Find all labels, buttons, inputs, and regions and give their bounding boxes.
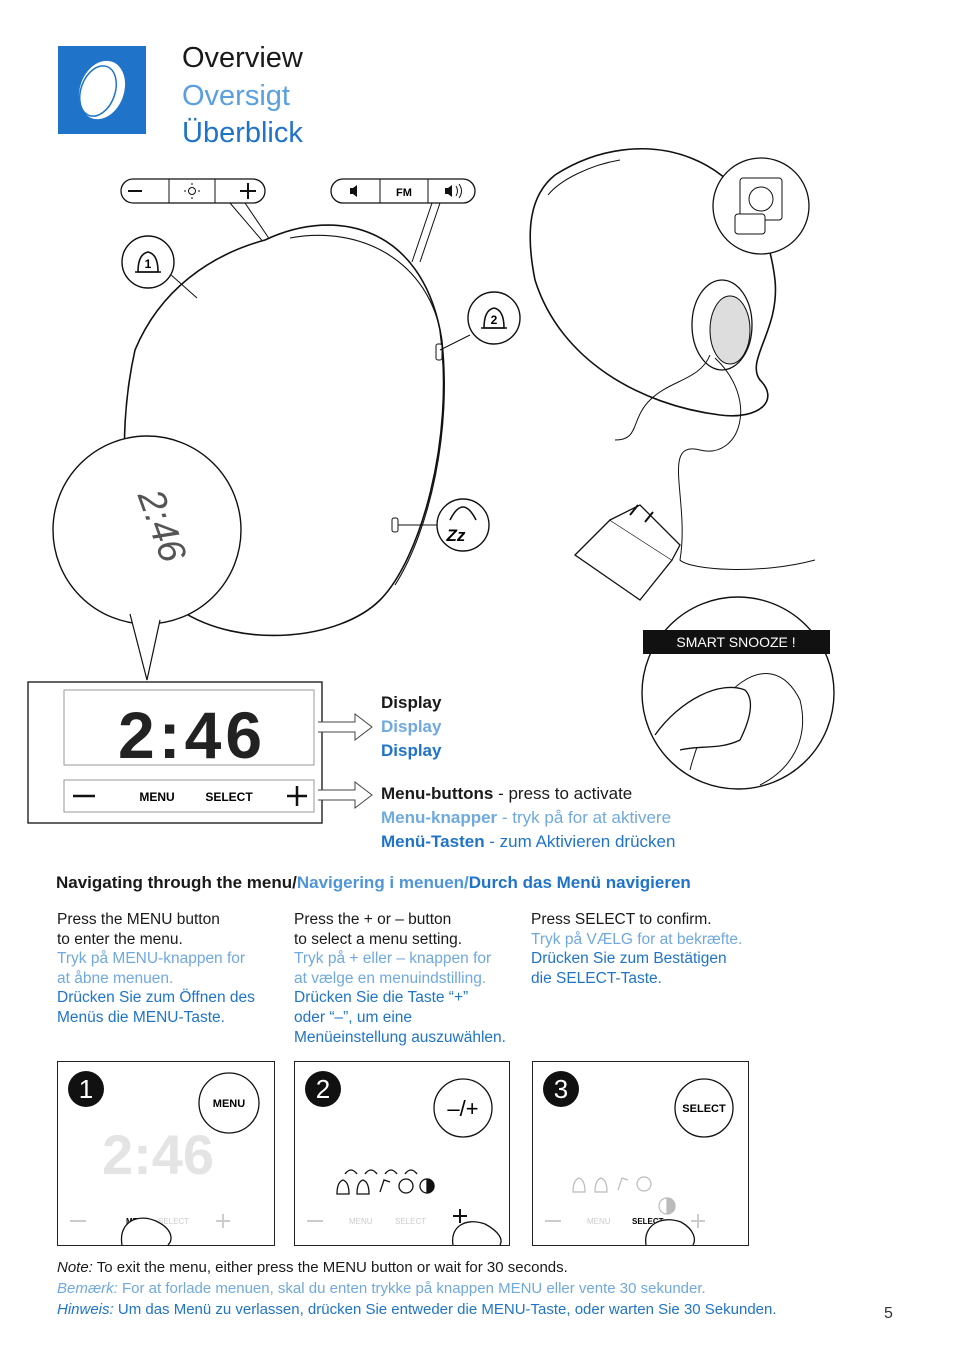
arrow-display: [318, 712, 373, 742]
volume-up-icon: [445, 185, 452, 197]
minus-plus-circle-label: –/+: [447, 1096, 478, 1121]
note-da-text: For at forlade menuen, skal du enten try…: [117, 1280, 706, 1297]
menu-buttons-da: Menu-knapper: [381, 808, 498, 827]
note-en-label: Note:: [57, 1259, 93, 1276]
note-en-text: To exit the menu, either press the MENU …: [92, 1259, 568, 1276]
step-1-da-line: Tryk på MENU-knappen for: [57, 950, 246, 968]
display-label-da: Display: [381, 717, 442, 736]
chapter-icon-box: [58, 46, 146, 134]
step-3-da-line: Tryk på VÆLG for at bekræfte.: [531, 930, 743, 948]
menu-circle-label: MENU: [213, 1098, 245, 1110]
arrow-menu: [318, 780, 373, 810]
finger-icon: [120, 1217, 172, 1245]
menu-buttons-label-group: Menu-buttons - press to activate Menu-kn…: [381, 782, 675, 854]
step-3-graphic: SELECT MENU SELECT: [545, 1078, 734, 1245]
svg-text:MENU: MENU: [587, 1217, 611, 1226]
step-1-number: 1: [68, 1071, 104, 1107]
hand-icon: [654, 686, 752, 751]
step-3-de-line: Drücken Sie zum Bestätigen: [531, 950, 727, 968]
svg-text:MENU: MENU: [349, 1217, 373, 1226]
select-button-label: SELECT: [205, 790, 253, 804]
step-3-de-line: die SELECT-Taste.: [531, 969, 662, 987]
wall-socket-icon: [712, 157, 810, 255]
svg-text:1: 1: [145, 257, 152, 271]
step-2-number: 2: [305, 1071, 341, 1107]
note-de: Hinweis: Um das Menü zu verlassen, drück…: [57, 1300, 777, 1320]
step-3-en-line: Press SELECT to confirm.: [531, 911, 712, 928]
svg-text:SELECT: SELECT: [158, 1217, 189, 1226]
brightness-button-bar: [120, 178, 266, 204]
step-2-de-line: Drücken Sie die Taste “+”: [294, 989, 469, 1007]
step-1-en-line: Press the MENU button: [57, 911, 220, 928]
clock-display: 2:46: [118, 698, 266, 772]
note-da: Bemærk: For at forlade menuen, skal du e…: [57, 1279, 706, 1299]
note-de-text: Um das Menü zu verlassen, drücken Sie en…: [113, 1301, 777, 1318]
menu-buttons-en-rest: - press to activate: [493, 784, 633, 803]
step-2-da-line: at vælge en menuindstilling.: [294, 969, 487, 987]
menu-setting-icons: [336, 1169, 435, 1195]
select-circle-label: SELECT: [682, 1103, 726, 1115]
step-3-panel: 3 SELECT MENU SELECT: [532, 1061, 749, 1246]
volume-down-icon: [350, 185, 357, 197]
step-3-number: 3: [543, 1071, 579, 1107]
menu-setting-icons-faded: [572, 1176, 676, 1215]
alarm-2-icon: 2: [439, 291, 521, 351]
note-da-label: Bemærk:: [57, 1280, 118, 1297]
brightness-icon: [184, 183, 200, 199]
title-en: Overview: [182, 42, 303, 74]
svg-text:2: 2: [491, 313, 498, 327]
title-de: Überblick: [182, 117, 303, 149]
step-2-en-line: Press the + or – button: [294, 911, 452, 928]
menu-button-label: MENU: [139, 790, 174, 804]
display-panel: 2:46 MENU SELECT: [27, 681, 323, 824]
volume-fm-button-bar: FM: [330, 178, 476, 204]
alarm-1-icon: 1: [121, 235, 198, 299]
menu-buttons-da-rest: - tryk på for at aktivere: [497, 808, 672, 827]
step-2-panel: 2 –/+ MENU SELECT: [294, 1061, 510, 1246]
step-1-da-line: at åbne menuen.: [57, 969, 174, 987]
display-label-de: Display: [381, 741, 442, 760]
svg-text:SELECT: SELECT: [395, 1217, 426, 1226]
device-illustration: FM 1 2 Zz 2:46: [27, 147, 835, 824]
finger-icon: [645, 1219, 696, 1245]
svg-text:SELECT: SELECT: [632, 1217, 664, 1226]
finger-icon: [452, 1221, 502, 1245]
svg-text:Zz: Zz: [446, 526, 466, 545]
fm-label: FM: [396, 187, 412, 199]
step-1-graphic: MENU 2:46 MENU SELECT: [70, 1072, 260, 1245]
nav-heading-de: Durch das Menü navigieren: [468, 873, 691, 892]
nav-heading-en: Navigating through the menu/: [56, 873, 297, 892]
display-label-en: Display: [381, 693, 442, 712]
display-magnifier: 2:46: [52, 435, 242, 681]
snooze-icon: Zz: [398, 498, 490, 552]
step-1-text: Press the MENU button to enter the menu.…: [57, 910, 287, 1028]
title-da: Oversigt: [182, 80, 290, 112]
power-adapter-icon: [573, 504, 681, 601]
step-1-de-line: Drücken Sie zum Öffnen des: [57, 989, 255, 1007]
step-1-panel: 1 MENU 2:46 MENU SELECT: [57, 1061, 275, 1246]
smart-snooze-label: SMART SNOOZE !: [676, 634, 795, 650]
oval-logo-icon: [78, 60, 126, 120]
page-number: 5: [884, 1305, 893, 1322]
step-2-de-line: Menüeinstellung auszuwählen.: [294, 1028, 506, 1046]
menu-buttons-de-rest: - zum Aktivieren drücken: [484, 832, 676, 851]
smart-snooze-illustration: SMART SNOOZE !: [641, 596, 835, 790]
step-1-en-line: to enter the menu.: [57, 930, 183, 948]
step-3-text: Press SELECT to confirm. Tryk på VÆLG fo…: [531, 910, 761, 988]
step-2-en-line: to select a menu setting.: [294, 930, 463, 948]
nav-heading-da: Navigering i menuen/: [296, 873, 469, 892]
step-2-text: Press the + or – button to select a menu…: [294, 910, 524, 1047]
nav-heading: Navigating through the menu/Navigering i…: [56, 873, 691, 893]
menu-buttons-en: Menu-buttons: [381, 784, 494, 803]
step-2-de-line: oder “–”, um eine: [294, 1008, 413, 1026]
display-label-group: Display Display Display: [381, 691, 441, 763]
step-2-da-line: Tryk på + eller – knappen for: [294, 950, 492, 968]
note-en: Note: To exit the menu, either press the…: [57, 1258, 568, 1278]
step-1-de-line: Menüs die MENU-Taste.: [57, 1008, 225, 1026]
step-2-graphic: –/+ MENU SELECT: [307, 1078, 502, 1245]
menu-buttons-de: Menü-Tasten: [381, 832, 485, 851]
svg-text:2:46: 2:46: [102, 1123, 214, 1186]
note-de-label: Hinweis:: [57, 1301, 114, 1318]
